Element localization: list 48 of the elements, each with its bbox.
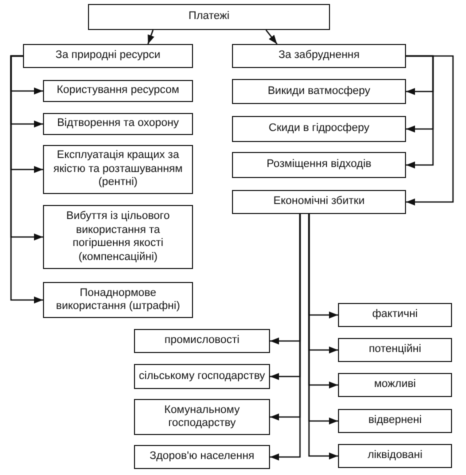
process-box xyxy=(232,116,406,142)
process-box xyxy=(43,282,193,318)
process-box xyxy=(338,409,452,433)
process-box xyxy=(43,145,193,194)
box-label: Економічні збитки xyxy=(272,195,366,209)
process-box xyxy=(338,338,452,362)
box-label: Вибуття із цільового використання та погіршення якості (компенсаційні) xyxy=(65,210,171,264)
box-label: фактичні xyxy=(371,308,419,322)
process-box xyxy=(134,364,270,389)
arrow xyxy=(10,55,43,304)
process-box xyxy=(232,190,406,214)
arrow xyxy=(406,55,454,206)
process-box xyxy=(232,79,406,104)
box-label: потенційні xyxy=(368,343,422,357)
box-label: Відтворення та охорону xyxy=(56,117,180,131)
process-box xyxy=(43,205,193,269)
box-label: ліквідовані xyxy=(366,449,424,463)
process-box xyxy=(232,44,406,68)
box-label: За природні ресурси xyxy=(54,49,162,63)
box-label: Користування ресурсом xyxy=(56,84,180,98)
box-label: За забруднення xyxy=(277,49,361,63)
box-label: Експлуатація кращих за якістю та розташуванням (рентні) xyxy=(52,149,184,190)
arrow xyxy=(406,55,434,168)
box-label: можливі xyxy=(373,378,417,392)
box-label: відвернені xyxy=(367,414,423,428)
process-box xyxy=(338,303,452,327)
process-box xyxy=(134,329,270,353)
box-label: промисловості xyxy=(164,334,240,348)
arrow xyxy=(270,214,301,460)
box-label: Понаднормове використання (штрафні) xyxy=(55,286,181,314)
box-label: сільському господарству xyxy=(138,370,266,384)
process-box xyxy=(43,80,193,102)
process-box xyxy=(134,445,270,469)
process-box xyxy=(134,399,270,435)
box-label: Скиди в гідросферу xyxy=(268,122,370,136)
process-box xyxy=(43,113,193,135)
arrow xyxy=(265,30,278,44)
process-box xyxy=(23,44,193,68)
box-label: Здоров'ю населення xyxy=(148,450,256,464)
box-label: Платежі xyxy=(188,10,230,24)
box-label: Комунальному господарству xyxy=(163,404,241,430)
box-label: Викиди ватмосферу xyxy=(266,84,372,98)
process-box xyxy=(232,152,406,178)
root-box xyxy=(88,4,330,30)
process-box xyxy=(338,373,452,397)
arrow xyxy=(147,30,154,44)
box-label: Розміщення відходів xyxy=(266,158,372,172)
process-box xyxy=(338,444,452,468)
